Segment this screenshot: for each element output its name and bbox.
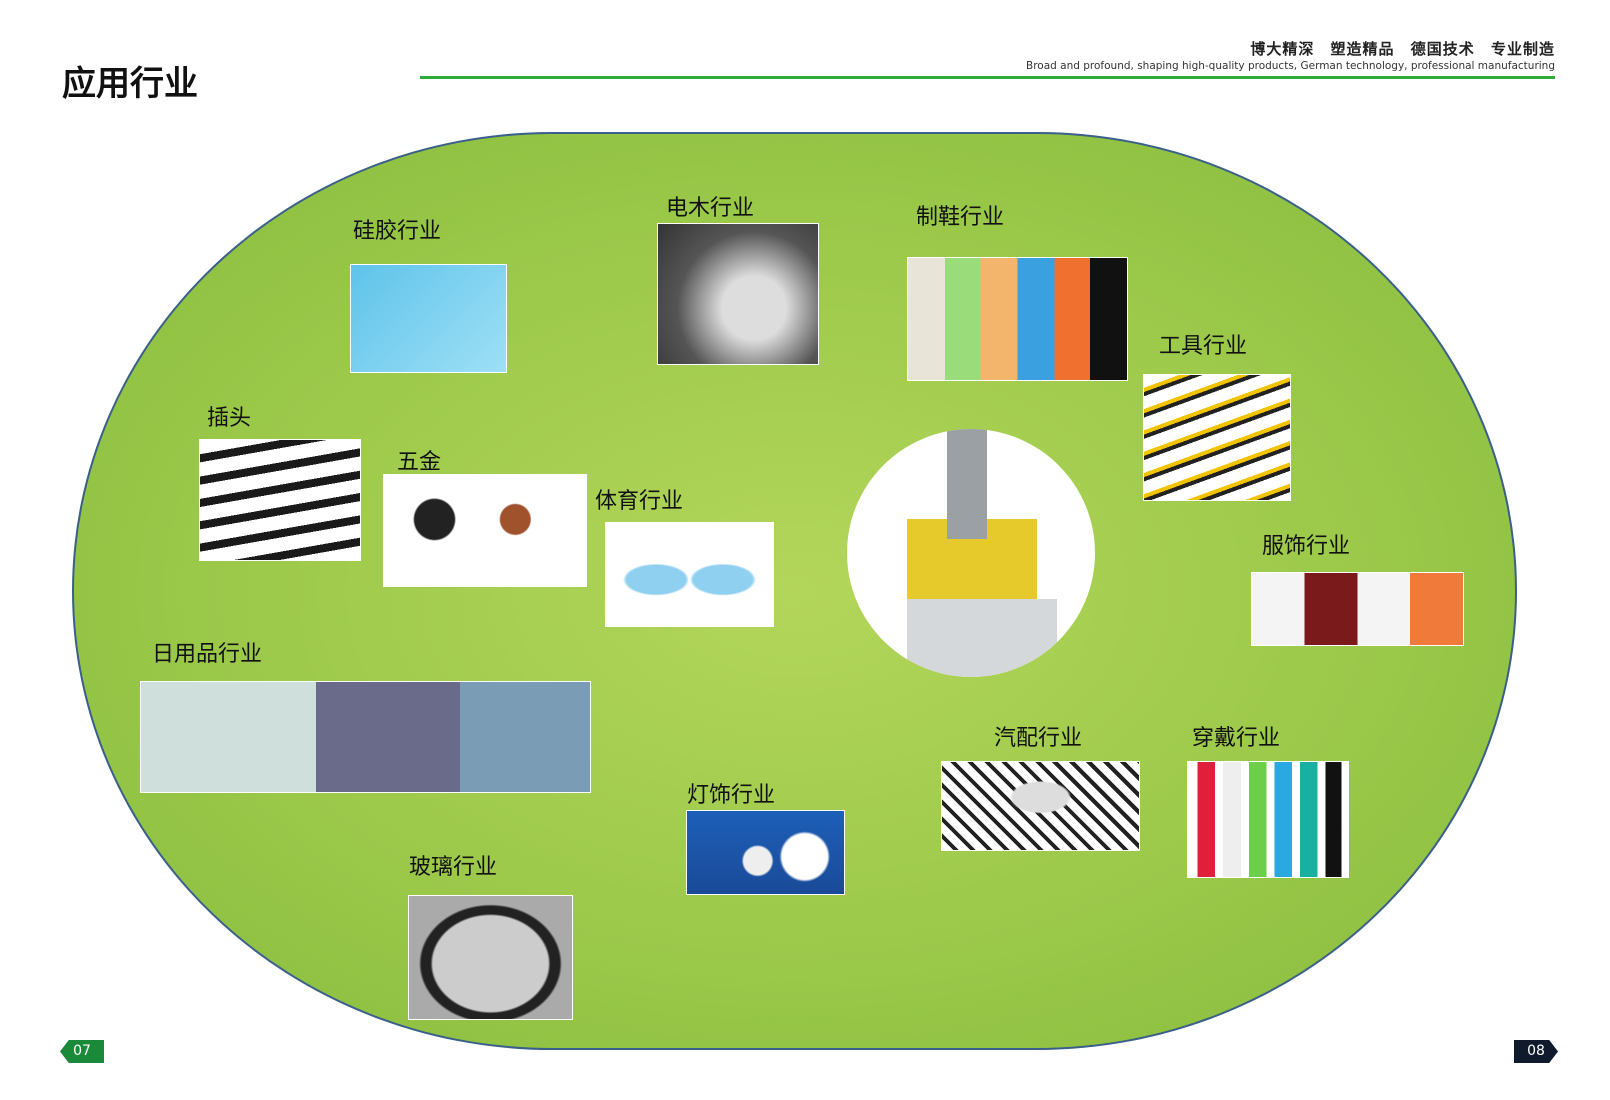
- slogan-en: Broad and profound, shaping high-quality…: [1026, 60, 1555, 72]
- industry-label-wearables: 穿戴行业: [1192, 726, 1281, 751]
- industry-label-hardware: 五金: [397, 450, 442, 475]
- swim-goggles-image: [605, 522, 774, 627]
- plugs-image: [199, 439, 361, 561]
- industry-label-lighting: 灯饰行业: [687, 783, 776, 808]
- daily-goods-image: [140, 681, 591, 793]
- injection-machine-image: [847, 429, 1095, 677]
- page-number-right: 08: [1514, 1040, 1558, 1063]
- industry-label-plugs: 插头: [207, 406, 252, 431]
- auto-parts-image: [941, 761, 1140, 851]
- screwdrivers-image: [1143, 374, 1291, 501]
- industry-label-tools: 工具行业: [1159, 334, 1248, 359]
- industry-label-bakelite: 电木行业: [666, 196, 755, 221]
- industry-label-auto-parts: 汽配行业: [994, 726, 1083, 751]
- glass-lid-image: [408, 895, 573, 1020]
- industry-label-glass: 玻璃行业: [409, 855, 498, 880]
- industry-label-apparel: 服饰行业: [1262, 534, 1351, 559]
- industry-label-daily-goods: 日用品行业: [152, 642, 263, 667]
- slogan-cn: 博大精深 塑造精品 德国技术 专业制造: [1250, 40, 1555, 58]
- bakelite-product-image: [657, 223, 819, 365]
- hardware-parts-image: [383, 474, 587, 587]
- industry-label-silicone: 硅胶行业: [353, 219, 442, 244]
- lamp-parts-image: [686, 810, 845, 895]
- silicone-product-image: [350, 264, 507, 373]
- page-number-left: 07: [60, 1040, 104, 1063]
- apparel-labels-image: [1251, 572, 1464, 646]
- page-title: 应用行业: [62, 64, 198, 104]
- footwear-insoles-image: [907, 257, 1128, 381]
- header-divider: [420, 76, 1555, 79]
- industry-label-footwear: 制鞋行业: [916, 205, 1005, 230]
- industry-label-sports: 体育行业: [595, 489, 684, 514]
- watch-bands-image: [1187, 761, 1349, 878]
